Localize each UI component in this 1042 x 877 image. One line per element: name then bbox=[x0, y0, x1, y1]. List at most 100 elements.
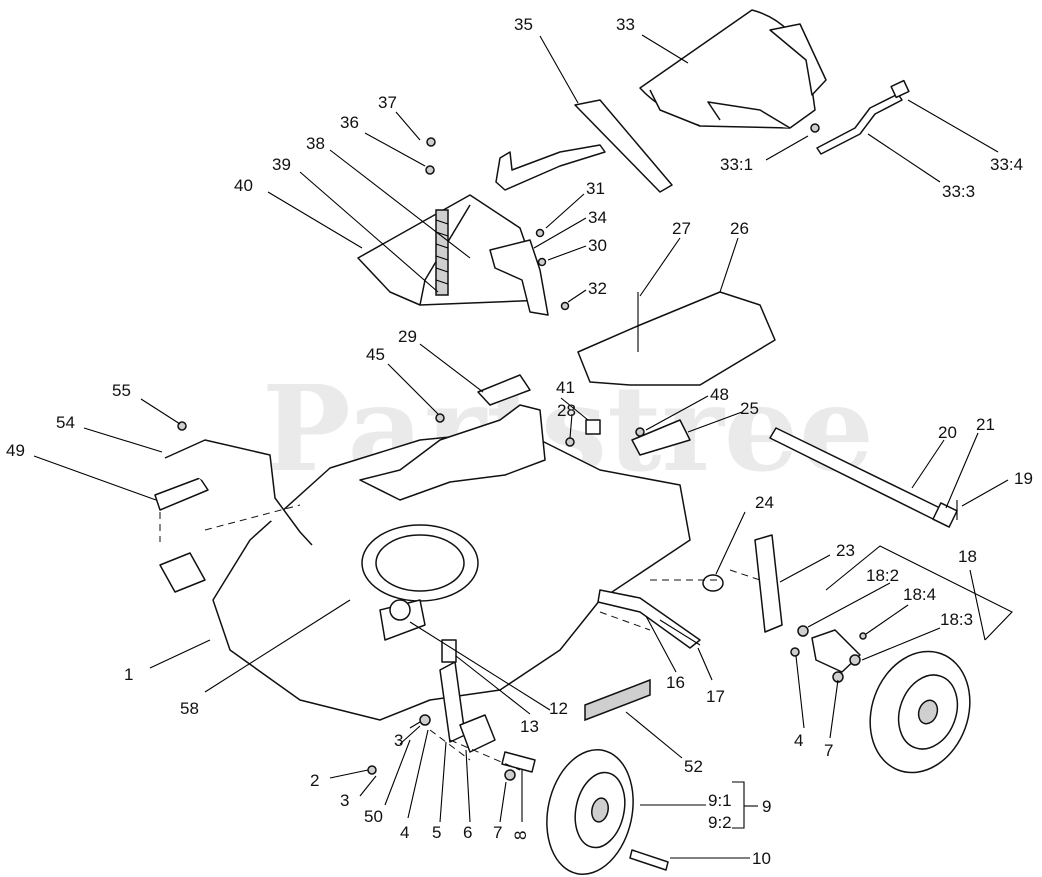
callout-21: 21 bbox=[976, 415, 995, 434]
callout-50: 50 bbox=[364, 807, 383, 826]
part-26-rear-cover bbox=[577, 291, 776, 386]
part-4-washer bbox=[419, 714, 431, 726]
callout-37: 37 bbox=[378, 93, 397, 112]
callout-13: 13 bbox=[520, 717, 539, 736]
callout-29: 29 bbox=[398, 327, 417, 346]
callout-54: 54 bbox=[56, 413, 75, 432]
callout-33-4: 33:4 bbox=[990, 155, 1023, 174]
callout-52: 52 bbox=[684, 757, 703, 776]
callout-28: 28 bbox=[557, 401, 576, 420]
callout-9-2: 9:2 bbox=[708, 813, 732, 832]
callout-12: 12 bbox=[549, 699, 568, 718]
callout-6: 6 bbox=[463, 823, 472, 842]
part-20-axle bbox=[769, 427, 958, 528]
callout-38: 38 bbox=[306, 134, 325, 153]
callout-9: 9 bbox=[762, 797, 771, 816]
part-lower-bracket bbox=[159, 552, 206, 593]
callout-36: 36 bbox=[340, 113, 359, 132]
part-18-lever bbox=[811, 629, 861, 673]
callout-33: 33 bbox=[616, 15, 635, 34]
callout-20: 20 bbox=[938, 423, 957, 442]
part-rear-wheel bbox=[869, 650, 971, 774]
callout-48: 48 bbox=[710, 385, 729, 404]
callout-49: 49 bbox=[6, 441, 25, 460]
callout-16: 16 bbox=[666, 673, 685, 692]
part-6-plate bbox=[459, 714, 496, 753]
callout-8: 8 bbox=[511, 831, 530, 840]
callout-58: 58 bbox=[180, 699, 199, 718]
callout-10: 10 bbox=[752, 849, 771, 868]
callout-40: 40 bbox=[234, 176, 253, 195]
part-34-hinge-bracket bbox=[489, 239, 549, 316]
part-54-height-lever bbox=[164, 439, 313, 546]
part-29-bracket bbox=[477, 374, 531, 406]
callout-26: 26 bbox=[730, 219, 749, 238]
part-7-spacer bbox=[504, 769, 516, 781]
callout-18-3: 18:3 bbox=[940, 610, 973, 629]
part-16-shield bbox=[597, 589, 701, 649]
callout-18: 18 bbox=[958, 547, 977, 566]
callout-7: 7 bbox=[493, 823, 502, 842]
part-33-3-rod bbox=[816, 93, 903, 155]
callout-18-2: 18:2 bbox=[866, 566, 899, 585]
callout-24: 24 bbox=[755, 493, 774, 512]
part-24-bushing bbox=[702, 574, 724, 592]
callout-19: 19 bbox=[1014, 469, 1033, 488]
part-8-bolt bbox=[501, 751, 536, 773]
part-49-bracket bbox=[154, 477, 209, 511]
callout-39: 39 bbox=[272, 155, 291, 174]
callout-3-upper: 3 bbox=[394, 731, 403, 750]
part-17-cable bbox=[659, 619, 701, 646]
callout-34: 34 bbox=[588, 208, 607, 227]
callout-55: 55 bbox=[112, 381, 131, 400]
part-33-1-screw bbox=[810, 123, 820, 133]
callout-30: 30 bbox=[588, 236, 607, 255]
part-4-washer-rear bbox=[790, 647, 800, 657]
callout-9-1: 9:1 bbox=[708, 791, 732, 810]
callout-45: 45 bbox=[366, 345, 385, 364]
part-37-clip bbox=[426, 137, 436, 147]
callout-labels: 35 33 33:1 33:4 33:3 37 36 38 39 40 31 3… bbox=[6, 15, 1033, 868]
callout-5: 5 bbox=[432, 823, 441, 842]
callout-27: 27 bbox=[672, 219, 691, 238]
callout-41: 41 bbox=[556, 378, 575, 397]
part-39-torsion-spring bbox=[435, 209, 449, 296]
part-33-4-cap bbox=[890, 79, 910, 99]
leader-lines bbox=[33, 34, 1013, 859]
callout-32: 32 bbox=[588, 279, 607, 298]
part-31-screw bbox=[535, 228, 545, 238]
part-45-nut bbox=[435, 413, 445, 423]
part-58-bearing bbox=[389, 599, 411, 621]
part-18-2-spacer bbox=[797, 625, 809, 637]
part-9-front-wheel bbox=[546, 749, 634, 875]
callout-35: 35 bbox=[514, 15, 533, 34]
part-32-screw bbox=[560, 301, 570, 311]
part-23-adjuster-plate bbox=[754, 534, 783, 633]
callout-2: 2 bbox=[310, 771, 319, 790]
callout-4: 4 bbox=[400, 823, 409, 842]
callout-3-lower: 3 bbox=[340, 791, 349, 810]
part-18-3-nut bbox=[849, 654, 861, 666]
part-52-label bbox=[584, 678, 651, 722]
callout-7-rear: 7 bbox=[824, 741, 833, 760]
part-28-nut bbox=[565, 437, 575, 447]
part-1-mower-deck bbox=[212, 404, 691, 721]
callout-23: 23 bbox=[836, 541, 855, 560]
part-10-wheel-bolt bbox=[629, 849, 669, 871]
callout-1: 1 bbox=[124, 665, 133, 684]
callout-33-3: 33:3 bbox=[942, 182, 975, 201]
part-36-screw bbox=[425, 165, 435, 175]
callout-33-1: 33:1 bbox=[720, 155, 753, 174]
callout-17: 17 bbox=[706, 687, 725, 706]
callout-31: 31 bbox=[586, 179, 605, 198]
part-18-4-screw bbox=[859, 632, 867, 640]
callout-25: 25 bbox=[740, 399, 759, 418]
callout-4-rear: 4 bbox=[794, 731, 803, 750]
part-2-nut bbox=[367, 765, 377, 775]
part-30-nut bbox=[537, 257, 547, 267]
part-48-nut bbox=[635, 427, 645, 437]
part-41-label bbox=[585, 419, 601, 435]
part-35-rear-flap bbox=[495, 99, 673, 193]
part-33-bag-chute bbox=[639, 9, 827, 129]
